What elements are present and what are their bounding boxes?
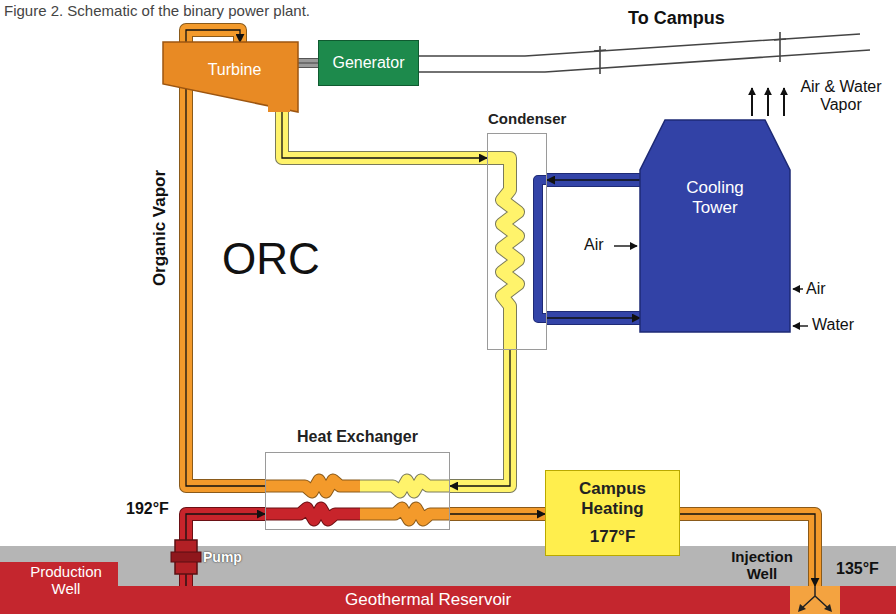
campus-heating-box: Campus Heating 177°F [545, 470, 680, 556]
orc-coil-outline [265, 480, 360, 492]
condenser-coil [487, 158, 518, 350]
exhaust-label: Air & Water Vapor [795, 78, 887, 115]
pipe-body [450, 508, 545, 520]
well-label: Production Well [18, 563, 114, 598]
flow-line [186, 514, 265, 586]
well-label: Injection Well [720, 548, 804, 583]
condenser-coil-outline [487, 158, 518, 350]
flow-line [547, 317, 640, 318]
pipe [680, 514, 815, 586]
injection-split [803, 586, 827, 607]
air-inlet-label: Air [584, 236, 604, 254]
destination-label: To Campus [628, 8, 725, 29]
air-inlet-label: Air [806, 280, 826, 298]
pipe-body [298, 59, 318, 67]
leader-line [793, 288, 803, 289]
pipe-outline [282, 112, 487, 158]
turbine-body [163, 42, 298, 112]
pipe-outline [547, 173, 640, 187]
pipe [282, 112, 487, 158]
flow-line [450, 350, 510, 486]
cooling-loop-outline [538, 180, 547, 318]
brine-coil-hot [265, 508, 360, 520]
tower-label: Cooling Tower [667, 178, 763, 218]
injection-well [790, 586, 840, 614]
leader-line [793, 325, 808, 326]
temperature-label: 177°F [590, 527, 636, 547]
heat-exchanger-heading: Heat Exchanger [266, 428, 449, 446]
brine-coil-outline [360, 508, 450, 520]
temperature-label: 135°F [836, 560, 879, 578]
vapor-arrow [783, 88, 785, 116]
pipe-body [547, 174, 640, 186]
pole-crossbar [774, 39, 786, 40]
turbine-outlet [268, 98, 290, 112]
pipe [547, 318, 640, 319]
water-inlet-label: Water [812, 316, 854, 334]
pipe-outline [186, 514, 265, 586]
cooling-tower-shape [640, 120, 790, 332]
pipe-body [186, 514, 265, 586]
power-wire [410, 50, 870, 72]
generator-label: Generator [332, 54, 404, 72]
pipe-outline [680, 514, 815, 586]
flow-line [282, 112, 487, 158]
pipe-body [450, 350, 510, 486]
pump-symbol [171, 540, 201, 574]
pole-crossbar [594, 50, 606, 51]
pipe [186, 514, 265, 586]
flow-line [680, 514, 815, 586]
leader-line [614, 245, 637, 246]
cycle-label: ORC [222, 234, 320, 285]
pipe-outline [547, 311, 640, 325]
orc-coil-cold [360, 480, 450, 492]
flow-line [547, 179, 640, 180]
pipe-outline [450, 507, 545, 521]
generator-box: Generator [318, 40, 419, 86]
condenser-heading: Condenser [488, 110, 566, 127]
cooling-tower: Cooling Tower [640, 120, 790, 332]
campus-heating-label: Campus Heating [567, 479, 659, 518]
pipe-body [547, 312, 640, 324]
figure-caption: Figure 2. Schematic of the binary power … [4, 2, 310, 19]
heat-exchanger-coils [265, 480, 450, 520]
turbine-shaft [298, 63, 318, 64]
brine-coil-outline [265, 508, 360, 520]
pipe [450, 350, 510, 486]
vapor-arrow [767, 88, 769, 116]
geothermal-reservoir: Geothermal Reservoir [0, 586, 896, 614]
vapor-arrows [752, 88, 784, 116]
tower-body [640, 120, 790, 332]
injection-split-heads [798, 604, 832, 612]
flow-line [450, 513, 545, 514]
condenser-box: Condenser [487, 133, 547, 350]
ground-strip [0, 546, 896, 586]
power-pole [779, 32, 781, 62]
heat-exchanger-box: Heat Exchanger [265, 452, 450, 530]
pipe-body [680, 514, 815, 586]
cooling-loop [538, 180, 547, 318]
pipe-outline [298, 58, 318, 68]
reservoir-label: Geothermal Reservoir [345, 590, 511, 610]
vapor-arrow [751, 88, 753, 116]
brine-coil-cooled [360, 508, 450, 520]
temperature-label: 192°F [126, 500, 169, 518]
turbine: Turbine [163, 42, 298, 112]
orc-coil-hot [265, 480, 360, 492]
pump-collar [171, 552, 201, 562]
flow-line [298, 62, 318, 63]
pipe-label: Organic Vapor [150, 170, 170, 286]
condenser-coils [487, 158, 547, 350]
orc-coil-outline [360, 480, 450, 492]
power-lines [410, 32, 870, 74]
turbine-label: Turbine [208, 61, 262, 79]
pipe-outline [450, 350, 510, 486]
pipe [450, 514, 545, 515]
power-wire [410, 34, 860, 56]
pipe-body [282, 112, 487, 158]
pump-label: Pump [203, 549, 242, 565]
pipe [547, 180, 640, 181]
